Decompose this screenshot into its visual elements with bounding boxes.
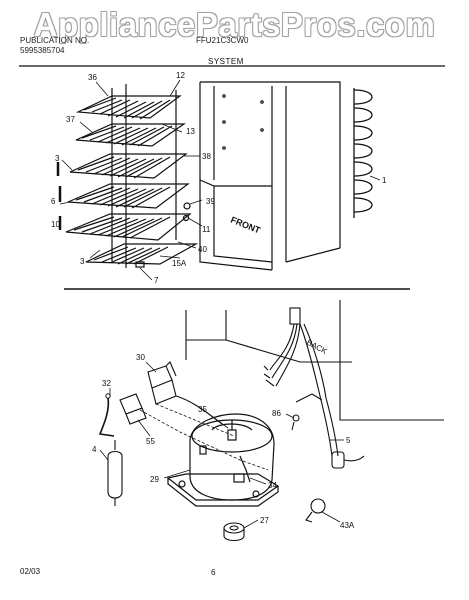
front-label: FRONT — [229, 215, 262, 236]
overload-protector — [119, 393, 147, 425]
callout-32: 32 — [102, 379, 111, 388]
footer-date: 02/03 — [20, 567, 41, 576]
start-relay — [147, 361, 223, 425]
callout-29: 29 — [150, 475, 159, 484]
cabinet-back — [185, 300, 444, 421]
section-title: SYSTEM — [208, 57, 244, 66]
publication-label: PUBLICATION NO. — [20, 36, 90, 45]
freezer-cabinet-interior — [199, 81, 341, 271]
callout-12: 12 — [176, 71, 185, 80]
callout-10: 10 — [51, 220, 60, 229]
grommet — [223, 522, 245, 542]
page-number: 6 — [211, 568, 216, 577]
callout-40: 40 — [198, 245, 207, 254]
tubing-clip — [305, 498, 326, 523]
callout-38: 38 — [202, 152, 211, 161]
callout-39: 39 — [206, 197, 215, 206]
callout-7: 7 — [154, 276, 159, 285]
shelf-6 — [85, 243, 199, 265]
callout-86: 86 — [272, 409, 281, 418]
callout-30: 30 — [136, 353, 145, 362]
compressor — [166, 413, 280, 507]
callout-27: 27 — [260, 516, 269, 525]
callout-5: 5 — [346, 436, 351, 445]
callout-15a: 15A — [172, 259, 187, 268]
cord-connector — [105, 393, 111, 399]
callout-1: 1 — [382, 176, 387, 185]
callout-11: 11 — [202, 225, 211, 234]
callout-4: 4 — [92, 445, 97, 454]
ground-screw — [291, 414, 300, 431]
dashed-guide — [139, 409, 269, 471]
callout-34: 34 — [268, 481, 277, 490]
power-cord-wire — [98, 397, 115, 437]
shelf-5 — [65, 213, 192, 241]
shelf-4 — [67, 183, 190, 209]
callout-3-lower: 3 — [80, 257, 85, 266]
back-label: BACK — [305, 338, 329, 356]
callout-55: 55 — [146, 437, 155, 446]
shelf-2 — [75, 123, 186, 147]
model-number: FFU21C3CW0 — [196, 36, 249, 45]
lower-leader-lines — [99, 361, 344, 529]
condenser-coil — [353, 88, 373, 218]
filter-drier — [107, 440, 123, 506]
publication-number: 5995385704 — [20, 46, 65, 55]
callout-43a: 43A — [340, 521, 355, 530]
upper-leader-lines — [59, 79, 381, 281]
callout-37: 37 — [66, 115, 75, 124]
callout-13: 13 — [186, 127, 195, 136]
callout-6: 6 — [51, 197, 56, 206]
watermark-text: AppliancePartsPros.com — [33, 6, 436, 43]
evaporator-shelf-assembly — [56, 84, 199, 268]
callout-3-upper: 3 — [55, 154, 60, 163]
shelf-3 — [69, 153, 188, 179]
shelf-1 — [75, 95, 182, 120]
callout-36: 36 — [88, 73, 97, 82]
callout-35: 35 — [198, 405, 207, 414]
callout-numbers: 36 12 37 13 3 38 6 10 39 11 40 15A 3 7 1… — [51, 71, 387, 530]
